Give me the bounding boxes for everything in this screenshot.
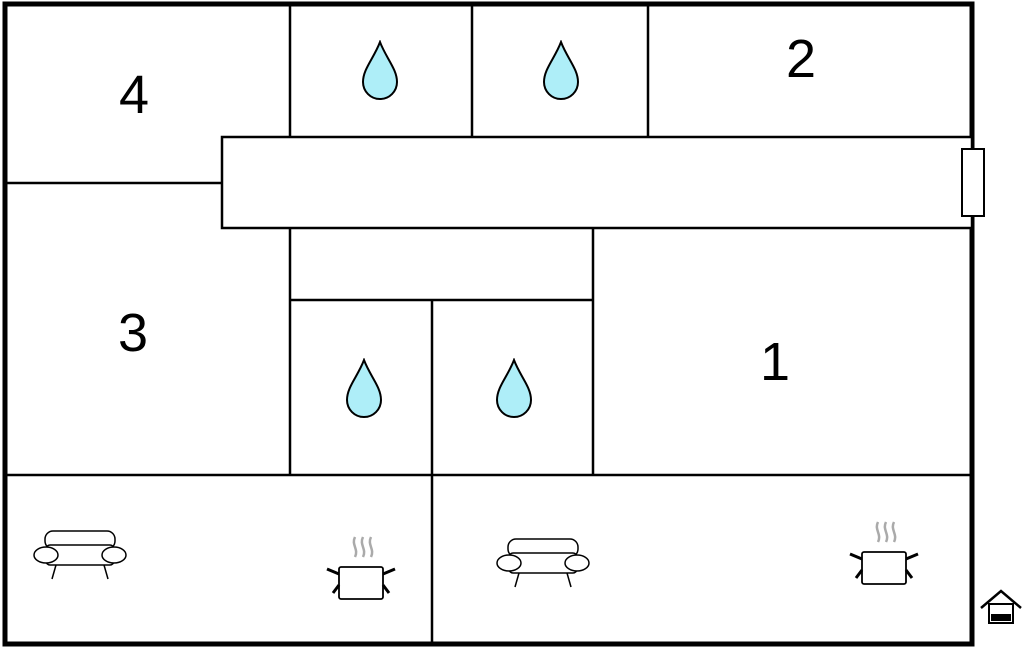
outer-wall xyxy=(2,1,975,647)
room-label-3: 3 xyxy=(118,303,148,363)
room-label-2: 2 xyxy=(786,29,816,89)
room-label-4: 4 xyxy=(119,65,149,125)
room-label-1: 1 xyxy=(760,332,790,392)
interior-walls xyxy=(5,4,972,644)
corridor xyxy=(220,135,974,230)
door xyxy=(961,148,985,217)
house-entrance-icon xyxy=(980,589,1022,624)
